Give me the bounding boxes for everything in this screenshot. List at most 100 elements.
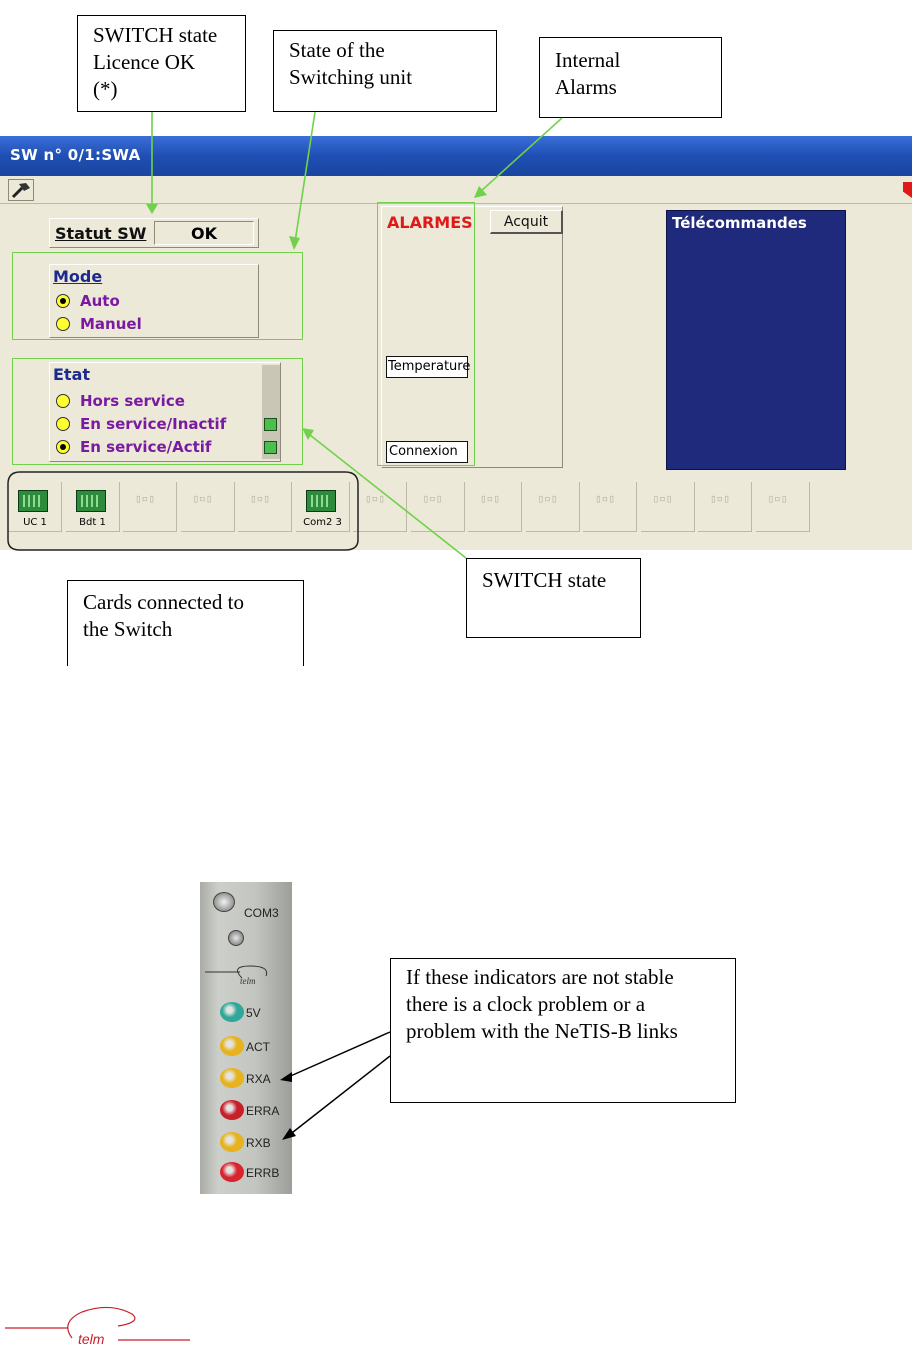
status-led-icon <box>264 441 277 454</box>
etat-group: Etat Hors service En service/Inactif En … <box>49 362 281 462</box>
callout-internal-alarms: Internal Alarms <box>539 37 722 118</box>
arrowhead-icon <box>302 428 314 440</box>
arrow-switching-unit <box>294 111 316 243</box>
indicator-label: RXB <box>246 1136 271 1150</box>
radio-selected-icon[interactable] <box>56 440 70 454</box>
empty-slot-icon: ▯▫▯ <box>595 492 615 505</box>
arrow-switch-state-etat <box>309 434 467 559</box>
callout-state-switching-unit: State of the Switching unit <box>273 30 497 112</box>
indicator-led-icon <box>220 1068 244 1088</box>
mode-option-label: Auto <box>80 292 120 310</box>
callout-line: If these indicators are not stable <box>406 965 674 989</box>
card-label: Bdt 1 <box>79 517 106 528</box>
empty-slot-icon: ▯▫▯ <box>710 492 730 505</box>
arrowhead-icon <box>289 236 300 250</box>
module-name: COM3 <box>244 906 279 920</box>
card-slot[interactable]: ▯▫▯ <box>123 482 177 532</box>
alarmes-annotation-box <box>377 202 475 466</box>
radio-unselected-icon[interactable] <box>56 317 70 331</box>
telecommandes-title: Télécommandes <box>672 214 807 232</box>
card-slot[interactable]: ▯▫▯ <box>640 482 695 532</box>
mode-group: Mode Auto Manuel <box>49 264 259 338</box>
svg-text:telm: telm <box>240 976 256 986</box>
callout-line: SWITCH state <box>93 23 218 47</box>
etat-option-en-service-inactif[interactable]: En service/Inactif <box>54 414 284 434</box>
card-slot[interactable]: ▯▫▯ <box>698 482 752 532</box>
arrowhead-icon <box>282 1128 296 1140</box>
mode-option-manuel[interactable]: Manuel <box>54 314 254 334</box>
etat-option-label: En service/Inactif <box>80 415 227 433</box>
indicator-arrows <box>280 1031 391 1140</box>
radio-unselected-icon[interactable] <box>56 417 70 431</box>
circuit-board-icon <box>18 490 48 512</box>
card-slot[interactable]: ▯▫▯ <box>583 482 637 532</box>
card-slot[interactable]: ▯▫▯ <box>180 482 235 532</box>
empty-slot-icon: ▯▫▯ <box>422 492 443 505</box>
indicator-label: 5V <box>246 1006 261 1020</box>
callout-line: Alarms <box>555 75 617 99</box>
cards-bracket <box>7 471 359 551</box>
etat-scrollbar[interactable] <box>262 365 280 459</box>
etat-option-hors-service[interactable]: Hors service <box>54 391 284 411</box>
alarm-connexion: Connexion <box>386 441 468 463</box>
statut-sw: Statut SW OK <box>49 218 259 248</box>
screw-icon <box>228 930 244 946</box>
callout-line: Switching unit <box>289 65 413 89</box>
empty-slot-icon: ▯▫▯ <box>537 492 558 505</box>
card-slot[interactable]: ▯▫▯ <box>468 482 522 532</box>
indicator-label: ERRA <box>246 1104 280 1118</box>
indicator-led-icon <box>220 1100 244 1120</box>
callout-line: State of the <box>289 38 385 62</box>
card-slot[interactable]: Bdt 1 <box>65 482 120 532</box>
card-label: UC 1 <box>23 517 47 528</box>
arrowhead-icon <box>474 186 487 198</box>
indicator-label: ACT <box>246 1040 270 1054</box>
callout-line: Cards connected to <box>83 590 244 614</box>
acquit-button[interactable]: Acquit <box>490 210 563 234</box>
callout-line: Licence OK <box>93 50 196 74</box>
etat-option-en-service-actif[interactable]: En service/Actif <box>54 437 284 457</box>
callout-switch-state: SWITCH state <box>466 558 641 638</box>
card-slot[interactable]: Com2 3 <box>295 482 350 532</box>
radio-unselected-icon[interactable] <box>56 394 70 408</box>
indicator-led-icon <box>220 1132 244 1152</box>
statut-value: OK <box>154 221 254 245</box>
callout-line: Internal <box>555 48 621 72</box>
mode-annotation-box <box>12 252 303 340</box>
mode-option-auto[interactable]: Auto <box>54 291 254 311</box>
arrowhead-icon <box>146 204 158 214</box>
etat-annotation-box <box>12 358 303 465</box>
statut-label: Statut SW <box>55 224 147 243</box>
card-slot[interactable]: ▯▫▯ <box>410 482 465 532</box>
circuit-board-icon <box>305 490 336 512</box>
indicator-label: RXA <box>246 1072 271 1086</box>
indicator-label: ERRB <box>246 1166 280 1180</box>
card-slot[interactable]: ▯▫▯ <box>525 482 580 532</box>
callout-cards-connected: Cards connected to the Switch <box>67 580 304 666</box>
card-slot[interactable]: ▯▫▯ <box>238 482 292 532</box>
hammer-icon[interactable] <box>8 179 34 201</box>
alarmes-title: ALARMES <box>387 213 473 232</box>
empty-slot-icon: ▯▫▯ <box>365 492 385 505</box>
arrowhead-icon <box>280 1072 292 1082</box>
alarmes-panel <box>381 206 563 468</box>
indicator-led-icon <box>220 1036 244 1056</box>
card-slot[interactable]: UC 1 <box>8 482 62 532</box>
card-slot[interactable]: ▯▫▯ <box>755 482 810 532</box>
empty-slot-icon: ▯▫▯ <box>480 492 500 505</box>
circuit-board-icon <box>75 490 106 512</box>
etat-option-label: En service/Actif <box>80 438 212 456</box>
card-slot[interactable]: ▯▫▯ <box>353 482 407 532</box>
empty-slot-icon: ▯▫▯ <box>192 492 213 505</box>
callout-line: there is a clock problem or a <box>406 992 646 1016</box>
mode-option-label: Manuel <box>80 315 142 333</box>
telecommandes-panel: Télécommandes <box>666 210 846 470</box>
status-led-icon <box>264 418 277 431</box>
etat-title: Etat <box>53 365 91 384</box>
callout-indicators-note: If these indicators are not stable there… <box>390 958 736 1103</box>
radio-selected-icon[interactable] <box>56 294 70 308</box>
alarm-temperature: Temperature <box>386 356 470 378</box>
arrow-internal-alarms <box>479 117 563 193</box>
callout-line: the Switch <box>83 617 173 641</box>
